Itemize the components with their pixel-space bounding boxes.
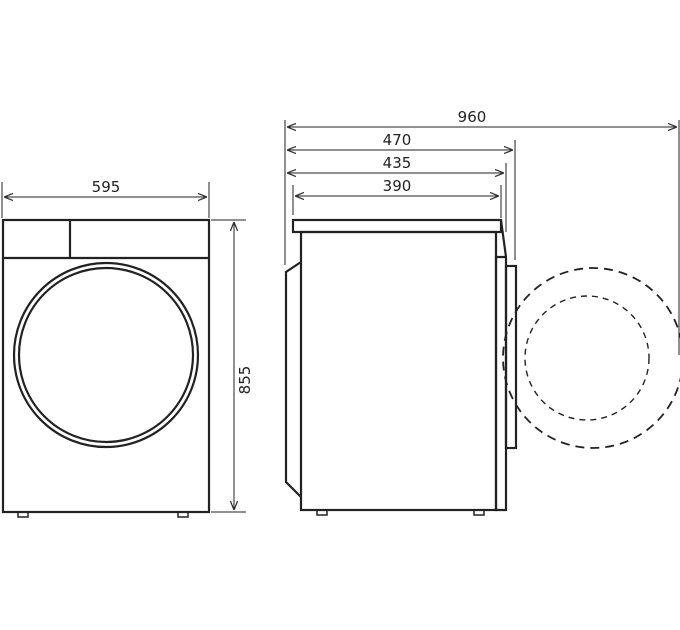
height-label: 855 xyxy=(236,366,254,395)
side-body xyxy=(299,230,498,512)
depth-435-label: 435 xyxy=(383,154,412,172)
door-swing-outer-dashed xyxy=(502,267,680,449)
foot xyxy=(316,509,328,516)
door-inner-ring xyxy=(17,266,195,444)
machine-body xyxy=(1,218,211,514)
foot xyxy=(473,509,485,516)
depth-470-label: 470 xyxy=(383,131,412,149)
side-view xyxy=(284,120,680,516)
width-label: 595 xyxy=(92,178,121,196)
foot xyxy=(17,511,29,518)
door-swing-inner-dashed xyxy=(524,295,650,421)
top-cover xyxy=(291,218,503,234)
open-door-frame xyxy=(504,264,518,450)
front-view xyxy=(1,182,246,518)
back-panel xyxy=(494,219,508,512)
door-outer-ring xyxy=(12,261,200,449)
foot xyxy=(177,511,189,518)
depth-390-label: 390 xyxy=(383,177,412,195)
door-profile xyxy=(284,261,302,498)
depth-960-label: 960 xyxy=(458,108,487,126)
